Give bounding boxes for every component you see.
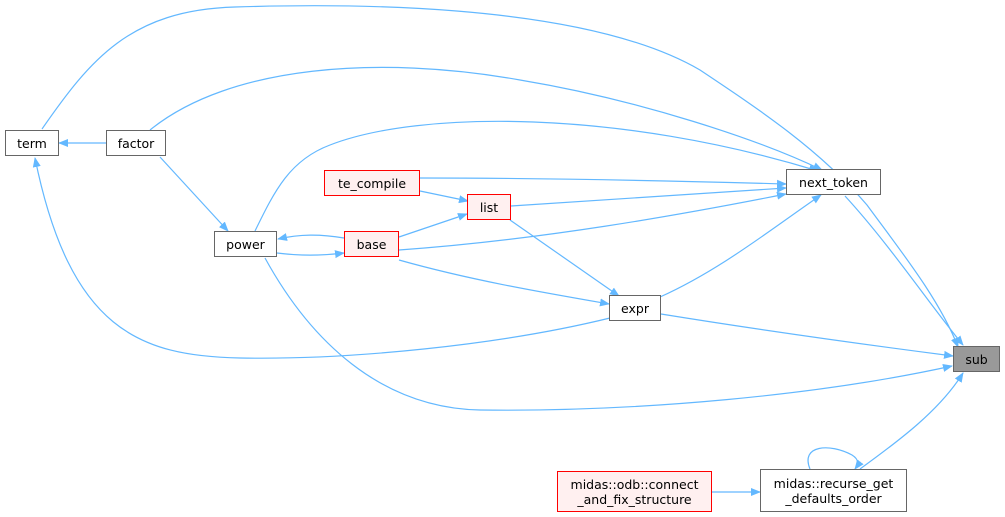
- node-base-label: base: [356, 236, 387, 252]
- edge-expr-to-sub: [660, 313, 954, 359]
- node-list-label: list: [479, 199, 499, 215]
- edge-power-to-next-token: [254, 120, 819, 232]
- node-next-token-label: next_token: [799, 174, 868, 190]
- node-sub: sub: [953, 346, 1000, 372]
- edge-recurse-to-sub: [859, 372, 964, 470]
- node-te-compile-label: te_compile: [337, 175, 407, 191]
- edge-base-to-list: [398, 213, 468, 238]
- node-connect-and-fix-structure-label: midas::odb::connect _and_fix_structure: [570, 476, 699, 507]
- node-te-compile[interactable]: te_compile: [324, 170, 420, 196]
- node-expr[interactable]: expr: [609, 295, 661, 321]
- edge-list-to-next-token: [510, 184, 787, 207]
- node-factor-label: factor: [117, 135, 155, 151]
- edge-factor-to-next-token: [149, 66, 823, 171]
- edge-factor-to-power: [159, 156, 229, 232]
- edge-list-to-expr: [509, 219, 620, 297]
- edge-power-to-base: [276, 250, 345, 259]
- node-sub-label: sub: [965, 351, 988, 367]
- node-connect-and-fix-structure[interactable]: midas::odb::connect _and_fix_structure: [557, 471, 712, 512]
- edge-te-compile-to-next-token: [419, 177, 787, 188]
- node-base[interactable]: base: [344, 231, 399, 257]
- edge-expr-to-next-token: [659, 194, 822, 298]
- edge-next-token-to-sub: [844, 195, 964, 346]
- edge-base-to-next-token: [398, 191, 787, 251]
- node-expr-label: expr: [621, 300, 649, 316]
- edge-base-to-power: [277, 233, 345, 241]
- node-recurse-get-defaults-order[interactable]: midas::recurse_get _defaults_order: [760, 469, 907, 512]
- edge-term-to-sub: [41, 5, 959, 348]
- edge-recurse-self-loop: [807, 447, 864, 470]
- node-factor[interactable]: factor: [106, 130, 166, 156]
- edge-power-to-sub: [264, 257, 953, 411]
- edge-te-compile-to-list: [419, 190, 469, 204]
- node-list[interactable]: list: [467, 194, 511, 220]
- edge-expr-to-term: [32, 157, 611, 359]
- node-power[interactable]: power: [214, 231, 277, 257]
- edge-base-to-expr: [398, 259, 610, 307]
- node-next-token[interactable]: next_token: [786, 169, 881, 195]
- node-term[interactable]: term: [5, 130, 59, 156]
- node-power-label: power: [226, 236, 265, 252]
- node-recurse-get-defaults-order-label: midas::recurse_get _defaults_order: [773, 475, 894, 506]
- node-term-label: term: [17, 135, 47, 151]
